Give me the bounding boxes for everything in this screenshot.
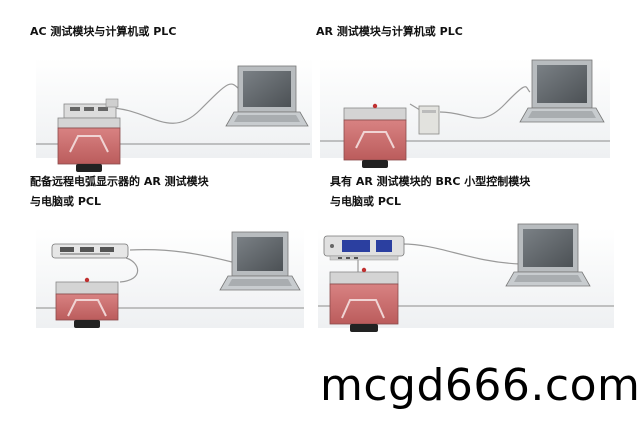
panel-remote-title: 配备远程电弧显示器的 AR 测试模块 与电脑或 PCL xyxy=(30,172,209,212)
panel-ac-title: AC 测试模块与计算机或 PLC xyxy=(30,22,176,42)
panel-ar-title: AR 测试模块与计算机或 PLC xyxy=(316,22,463,42)
panel-remote-figure xyxy=(36,231,304,328)
ac-laptop xyxy=(225,65,309,127)
panel-ar-figure xyxy=(320,59,610,168)
ar-laptop xyxy=(519,59,605,123)
cable xyxy=(111,83,241,124)
watermark-text: mcgd666.com xyxy=(320,360,641,411)
panel-brc-title-line2: 与电脑或 PCL xyxy=(330,195,401,208)
ac-control-box xyxy=(63,98,119,119)
ar-adapter-box xyxy=(418,105,440,135)
panel-ac-title-text: AC 测试模块与计算机或 PLC xyxy=(30,25,177,38)
remote-laptop xyxy=(219,231,301,291)
remote-arc-display xyxy=(51,243,129,259)
cable xyxy=(401,243,521,265)
panel-ar-title-text: AR 测试模块与计算机或 PLC xyxy=(316,25,463,38)
panel-brc-title-line1: 具有 AR 测试模块的 BRC 小型控制模块 xyxy=(330,175,531,188)
cable xyxy=(119,257,139,283)
panel-remote-title-line2: 与电脑或 PCL xyxy=(30,195,101,208)
panel-ac-figure xyxy=(36,65,310,172)
cable xyxy=(129,249,233,263)
remote-ar-test-module xyxy=(55,277,119,328)
ar-test-module xyxy=(343,103,407,168)
ac-test-module xyxy=(57,117,121,172)
cable xyxy=(439,86,531,119)
panel-brc-figure xyxy=(318,223,614,332)
panel-brc-title: 具有 AR 测试模块的 BRC 小型控制模块 与电脑或 PCL xyxy=(330,172,530,212)
cable xyxy=(409,103,421,111)
brc-ar-test-module xyxy=(329,267,399,332)
brc-laptop xyxy=(505,223,591,287)
panel-remote-title-line1: 配备远程电弧显示器的 AR 测试模块 xyxy=(30,175,209,188)
brc-control-module xyxy=(323,235,405,261)
